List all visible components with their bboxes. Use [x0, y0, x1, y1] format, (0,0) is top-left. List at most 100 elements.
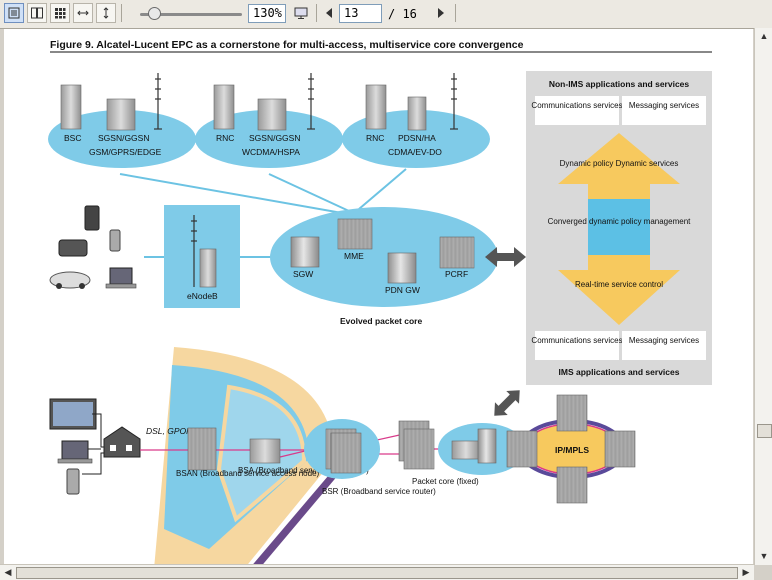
ip-mpls-router-1: [556, 394, 588, 432]
fit-width-icon: [77, 10, 89, 16]
mme-label: MME: [344, 251, 364, 261]
converged-policy-label: Converged dynamic policy management: [548, 217, 692, 226]
gsm-network-label: GSM/GPRS/EDGE: [89, 147, 162, 157]
wcdma-sgsn-server: [257, 98, 287, 131]
bsc-server: [60, 84, 82, 130]
mobile-devices-group: [49, 205, 137, 289]
sgw-label: SGW: [293, 269, 313, 279]
cell-tower-icon: [191, 215, 197, 287]
cdma-network-label: CDMA/EV-DO: [388, 147, 442, 157]
comm-services-top-box: [535, 96, 619, 125]
enodeb-label: eNodeB: [187, 291, 218, 301]
ip-mpls-router-3: [604, 430, 636, 468]
scroll-left-arrow-icon[interactable]: ◀: [4, 567, 12, 577]
packet-core-server-2: [451, 440, 481, 460]
horizontal-scrollbar[interactable]: ◀ ▶: [0, 564, 754, 580]
packet-core-fixed-label: Packet core (fixed): [412, 477, 479, 486]
cdma-pdsn-label: PDSN/HA: [398, 133, 436, 143]
scroll-up-arrow-icon[interactable]: ▲: [759, 30, 769, 41]
phone-icon: [109, 229, 121, 252]
packet-core-server-3: [477, 428, 497, 464]
two-page-icon: [31, 7, 43, 19]
toolbar-separator: [121, 4, 122, 22]
zoom-level-field[interactable]: 130%: [248, 4, 286, 23]
ip-mpls-label: IP/MPLS: [555, 445, 589, 455]
next-page-button[interactable]: [431, 3, 451, 23]
pdn-gw-label: PDN GW: [385, 285, 420, 295]
cdma-rnc-label: RNC: [366, 133, 384, 143]
converged-policy-box: [588, 199, 650, 255]
ip-mpls-router-2: [506, 430, 538, 468]
bsan-server: [187, 427, 217, 471]
house-icon: [103, 426, 141, 458]
access-link-lines: [119, 168, 407, 258]
pdf-toolbar: 130% 13 / 16: [0, 0, 772, 29]
triangle-left-icon: [326, 8, 332, 18]
cell-tower-icon: [450, 73, 458, 130]
bidirectional-arrow-icon: [485, 247, 526, 267]
gsm-sgsn-label: SGSN/GGSN: [98, 133, 149, 143]
fullscreen-button[interactable]: [291, 3, 311, 23]
realtime-control-arrow: [558, 255, 680, 325]
messaging-services-bottom-box: [622, 331, 706, 360]
dsl-gpon-label: DSL, GPON: [146, 426, 193, 436]
mme-server: [337, 218, 373, 250]
diagonal-bidirectional-arrow-icon: [494, 390, 520, 416]
scroll-down-arrow-icon[interactable]: ▼: [759, 550, 769, 561]
page-number-field[interactable]: 13: [339, 4, 382, 23]
bsa-label: BSA (Broadband service aggregator): [238, 466, 369, 475]
gsm-bsc-label: BSC: [64, 133, 81, 143]
home-devices-group: [49, 398, 141, 495]
laptop-icon: [61, 440, 89, 460]
epc-label: Evolved packet core: [340, 316, 422, 326]
cell-tower-icon: [307, 73, 315, 130]
evolved-packet-core-ellipse: [270, 207, 498, 307]
enodeb-server: [199, 248, 217, 288]
single-page-view-button[interactable]: [4, 3, 24, 23]
zoom-slider-thumb[interactable]: [148, 7, 161, 20]
gsm-network-ellipse: [48, 110, 196, 168]
fit-width-button[interactable]: [73, 3, 93, 23]
messaging-services-top-box: [622, 96, 706, 125]
comm-services-top-label: Communications services: [531, 101, 622, 110]
monitor-icon: [294, 7, 308, 19]
dynamic-policy-label: Dynamic policy Dynamic services: [560, 159, 679, 168]
cell-tower-icon: [154, 73, 162, 130]
fit-height-button[interactable]: [96, 3, 116, 23]
non-ims-title: Non-IMS applications and services: [549, 79, 690, 89]
wcdma-network-label: WCDMA/HSPA: [242, 147, 300, 157]
two-page-view-button[interactable]: [27, 3, 47, 23]
vertical-scroll-thumb[interactable]: [757, 424, 772, 438]
zoom-slider-track[interactable]: [140, 13, 242, 16]
thumbnail-view-button[interactable]: [50, 3, 70, 23]
sgsn-ggsn-server: [106, 98, 136, 131]
camcorder-icon: [58, 239, 88, 257]
pcrf-server: [439, 236, 475, 269]
figure-caption: Figure 9. Alcatel-Lucent EPC as a corner…: [50, 39, 524, 51]
single-page-icon: [8, 7, 20, 19]
scroll-right-arrow-icon[interactable]: ▶: [742, 567, 750, 577]
horizontal-scroll-thumb[interactable]: [16, 567, 738, 579]
ip-mpls-router-4: [556, 466, 588, 504]
vertical-scrollbar[interactable]: ▲ ▼: [754, 28, 772, 565]
page-total-label: / 16: [388, 7, 417, 21]
fan-purple-edge: [253, 469, 339, 564]
ims-title: IMS applications and services: [559, 367, 680, 377]
realtime-control-label: Real-time service control: [575, 280, 663, 289]
toolbar-separator: [316, 4, 317, 22]
bsa-server: [249, 438, 281, 464]
cdma-rnc-server: [365, 84, 387, 130]
document-page: Figure 9. Alcatel-Lucent EPC as a corner…: [4, 29, 753, 564]
media-player-icon: [84, 205, 100, 231]
wcdma-rnc-label: RNC: [216, 133, 234, 143]
laptop-icon: [109, 267, 133, 285]
wcdma-sgsn-label: SGSN/GGSN: [249, 133, 300, 143]
messaging-services-bottom-label: Messaging services: [629, 336, 699, 345]
phone-icon: [66, 468, 80, 495]
pcrf-label: PCRF: [445, 269, 468, 279]
grid-icon: [55, 8, 66, 19]
previous-page-button[interactable]: [319, 3, 339, 23]
bsr-label: BSR (Broadband service router): [322, 487, 436, 496]
messaging-services-top-label: Messaging services: [629, 101, 699, 110]
fit-height-icon: [103, 7, 109, 19]
